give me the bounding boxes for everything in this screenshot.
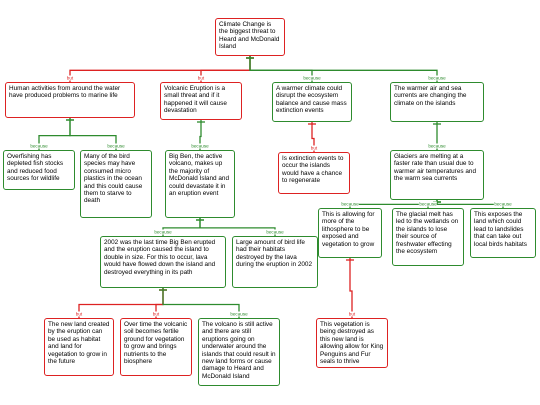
reason-node-birds-plastic[interactable]: Many of the bird species may have consum… <box>80 150 152 218</box>
connector-big-ben-to-volcanic <box>199 120 202 150</box>
link-label-vegetation-destroyed: but <box>348 311 356 317</box>
link-label-big-ben: because <box>190 143 210 149</box>
link-label-volcanic: but <box>197 75 205 81</box>
connector-birds-plastic-to-human <box>69 118 117 150</box>
reason-node-warmer-climate[interactable]: A warmer climate could disrupt the ecosy… <box>272 82 352 122</box>
reason-node-meltwater[interactable]: The glacial melt has led to the wetlands… <box>392 208 464 266</box>
link-label-birds-plastic: because <box>106 143 126 149</box>
objection-node-vegetation-destroyed[interactable]: This vegetation is being destroyed as th… <box>316 318 388 368</box>
reason-node-volcanic[interactable]: Volcanic Eruption is a small threat and … <box>160 82 242 120</box>
objection-node-fertile-ground[interactable]: Over time the volcanic soil becomes fert… <box>120 318 192 376</box>
reason-node-landslides[interactable]: This exposes the land which could lead t… <box>470 208 536 258</box>
link-label-fertile-ground: but <box>152 311 160 317</box>
objection-node-extinction[interactable]: Is extinction events to occur the island… <box>278 152 350 194</box>
reason-node-lithosphere[interactable]: This is allowing for more of the lithosp… <box>318 208 382 258</box>
link-label-glaciers: because <box>427 143 447 149</box>
reason-node-big-ben[interactable]: Big Ben, the active volcano, makes up th… <box>165 150 235 218</box>
connector-volcanic-to-root <box>200 56 251 82</box>
link-label-warmer-climate: because <box>302 75 322 81</box>
connector-bird-habitats-to-big-ben <box>199 218 276 236</box>
link-label-human: but <box>66 75 74 81</box>
link-label-lithosphere: because <box>340 201 360 207</box>
connector-vegetation-destroyed-to-lithosphere <box>349 258 353 318</box>
link-label-landslides: because <box>493 201 513 207</box>
objection-node-new-land[interactable]: The new land created by the eruption can… <box>44 318 114 376</box>
connector-still-active-to-eruption-2002 <box>162 288 240 318</box>
link-label-new-land: but <box>75 311 83 317</box>
link-label-bird-habitats: because <box>265 229 285 235</box>
reason-node-still-active[interactable]: The volcano is still active and there ar… <box>198 318 280 386</box>
link-label-still-active: because <box>229 311 249 317</box>
claim-node-root[interactable]: Climate Change is the biggest threat to … <box>215 18 285 56</box>
reason-node-human[interactable]: Human activities from around the water h… <box>5 82 135 118</box>
reason-node-bird-habitats[interactable]: Large amount of bird life had their habi… <box>232 236 318 288</box>
reason-node-air-sea[interactable]: The warmer air and sea currents are chan… <box>390 82 484 122</box>
link-label-overfishing: because <box>29 143 49 149</box>
connector-air-sea-to-root <box>249 56 438 82</box>
reason-node-overfishing[interactable]: Overfishing has depleted fish stocks and… <box>3 150 75 190</box>
connector-new-land-to-eruption-2002 <box>78 288 164 318</box>
link-label-extinction: but <box>310 145 318 151</box>
connector-human-to-root <box>69 56 251 82</box>
connector-extinction-to-warmer-climate <box>311 122 315 152</box>
link-label-air-sea: because <box>427 75 447 81</box>
link-label-eruption-2002: because <box>153 229 173 235</box>
link-label-meltwater: because <box>418 201 438 207</box>
reason-node-glaciers[interactable]: Glaciers are melting at a faster rate th… <box>390 150 484 200</box>
reason-node-eruption-2002[interactable]: 2002 was the last time Big Ben erupted a… <box>100 236 226 288</box>
